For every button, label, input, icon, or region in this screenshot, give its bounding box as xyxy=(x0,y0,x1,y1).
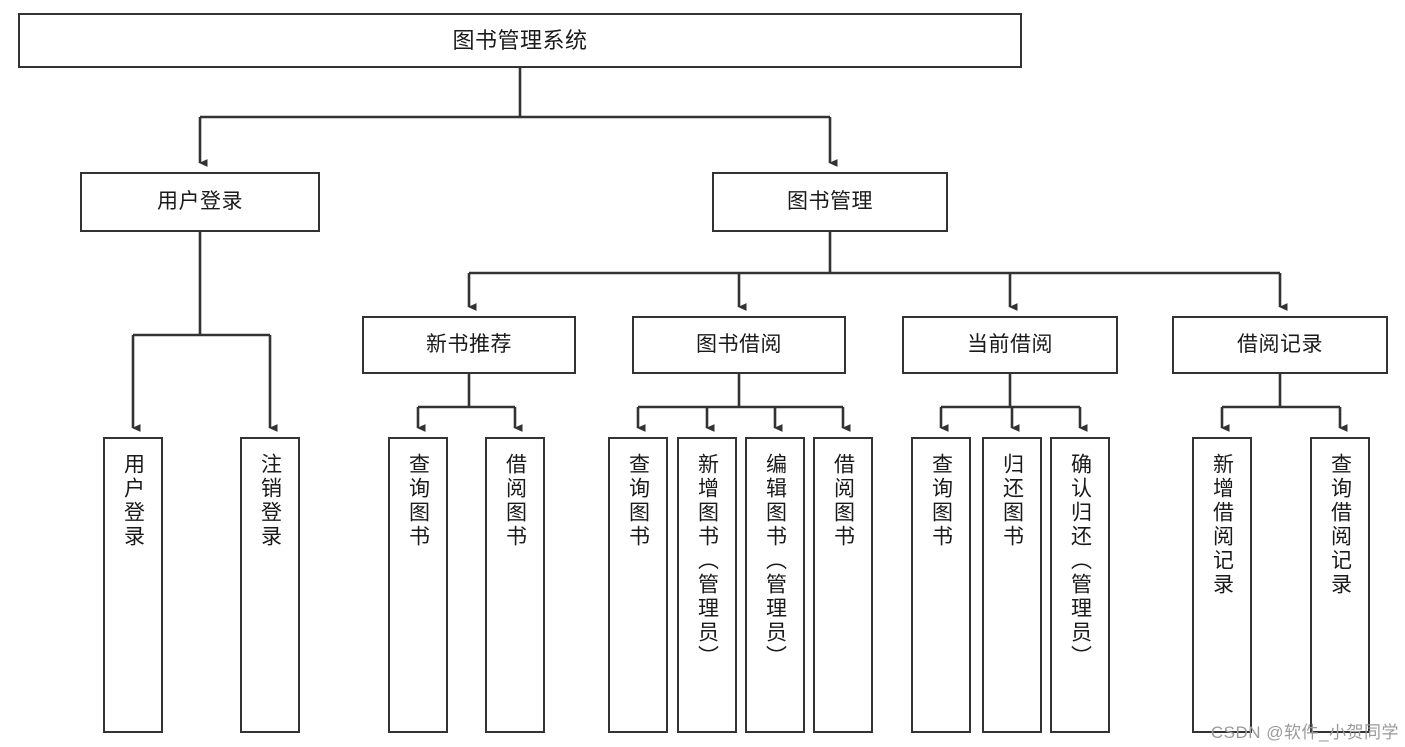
leaf-add-record-label: 新增借阅记录 xyxy=(1210,453,1234,597)
leaf-query-book-2-label: 查询图书 xyxy=(626,453,650,549)
leaf-query-book-3[interactable]: 查询图书 xyxy=(911,437,971,733)
leaf-return-book[interactable]: 归还图书 xyxy=(982,437,1042,733)
leaf-confirm-return-label: 确认归还（管理员） xyxy=(1068,453,1092,669)
leaf-query-book-2[interactable]: 查询图书 xyxy=(608,437,668,733)
node-book-manage[interactable]: 图书管理 xyxy=(712,172,948,232)
leaf-add-record[interactable]: 新增借阅记录 xyxy=(1192,437,1252,733)
leaf-logout-label: 注销登录 xyxy=(258,453,282,549)
node-current-borrow-label: 当前借阅 xyxy=(967,332,1053,356)
node-borrow-record[interactable]: 借阅记录 xyxy=(1172,316,1388,374)
node-new-book-rec[interactable]: 新书推荐 xyxy=(362,316,576,374)
node-root[interactable]: 图书管理系统 xyxy=(18,13,1022,68)
leaf-query-book-1[interactable]: 查询图书 xyxy=(388,437,448,733)
leaf-add-book[interactable]: 新增图书（管理员） xyxy=(677,437,737,733)
leaf-add-book-label: 新增图书（管理员） xyxy=(695,453,719,669)
leaf-edit-book-label: 编辑图书（管理员） xyxy=(763,453,787,669)
node-book-borrow[interactable]: 图书借阅 xyxy=(632,316,846,374)
node-book-manage-label: 图书管理 xyxy=(787,189,873,213)
leaf-borrow-book-2[interactable]: 借阅图书 xyxy=(813,437,873,733)
node-borrow-record-label: 借阅记录 xyxy=(1237,332,1323,356)
node-root-label: 图书管理系统 xyxy=(452,27,588,53)
leaf-logout[interactable]: 注销登录 xyxy=(240,437,300,733)
leaf-borrow-book-2-label: 借阅图书 xyxy=(831,453,855,549)
leaf-query-record[interactable]: 查询借阅记录 xyxy=(1310,437,1370,733)
leaf-borrow-book-1-label: 借阅图书 xyxy=(503,453,527,549)
leaf-confirm-return[interactable]: 确认归还（管理员） xyxy=(1050,437,1110,733)
leaf-return-book-label: 归还图书 xyxy=(1000,453,1024,549)
node-new-book-rec-label: 新书推荐 xyxy=(426,332,512,356)
leaf-edit-book[interactable]: 编辑图书（管理员） xyxy=(745,437,805,733)
leaf-user-login[interactable]: 用户登录 xyxy=(103,437,163,733)
leaf-query-book-3-label: 查询图书 xyxy=(929,453,953,549)
node-user-login-label: 用户登录 xyxy=(157,189,243,213)
leaf-query-record-label: 查询借阅记录 xyxy=(1328,453,1352,597)
node-current-borrow[interactable]: 当前借阅 xyxy=(902,316,1118,374)
leaf-borrow-book-1[interactable]: 借阅图书 xyxy=(485,437,545,733)
node-user-login[interactable]: 用户登录 xyxy=(80,172,320,232)
watermark-text: CSDN @软件_小贺同学 xyxy=(1210,723,1399,742)
leaf-user-login-label: 用户登录 xyxy=(121,453,145,549)
node-book-borrow-label: 图书借阅 xyxy=(696,332,782,356)
leaf-query-book-1-label: 查询图书 xyxy=(406,453,430,549)
